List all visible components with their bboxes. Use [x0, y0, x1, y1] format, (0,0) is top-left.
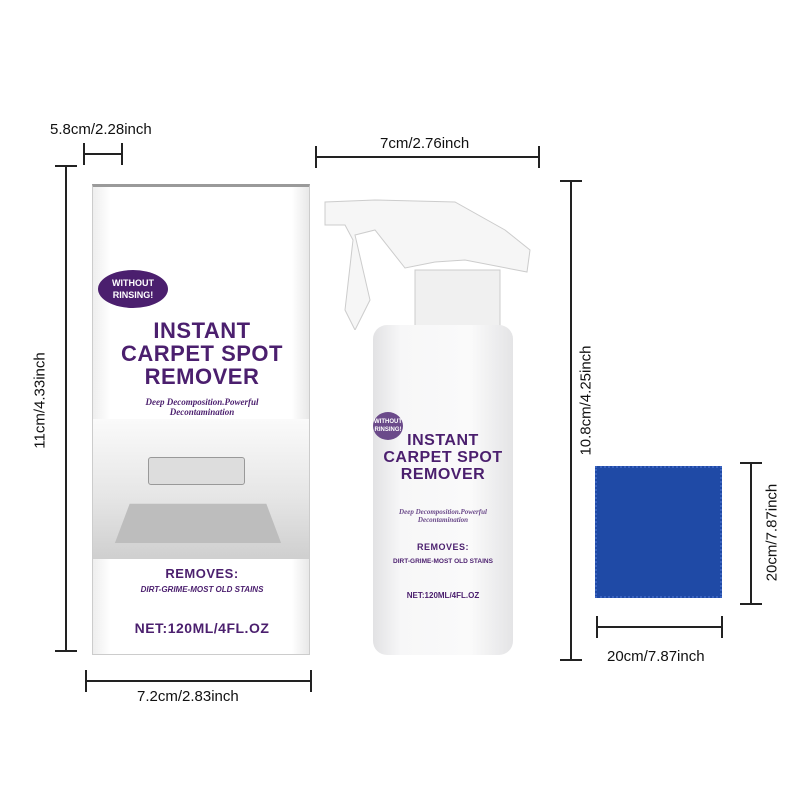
- box-depth-label: 5.8cm/2.28inch: [50, 121, 152, 138]
- carpet: [114, 503, 282, 544]
- living-room-illustration: [93, 419, 309, 559]
- tagline-line: Deep Decomposition.Powerful: [145, 397, 259, 407]
- cloth-width-line: [596, 626, 722, 628]
- sofa: [148, 457, 245, 485]
- tagline: Deep Decomposition.Powerful Decontaminat…: [93, 397, 311, 417]
- bottle-height-line: [570, 180, 572, 660]
- title-line: REMOVER: [144, 364, 260, 390]
- tick: [55, 650, 77, 652]
- box-width-line: [85, 680, 311, 682]
- box-height-line: [65, 165, 67, 651]
- without-rinsing-badge: WITHOUT RINSING!: [373, 412, 403, 440]
- cloth-height-label: 20cm/7.87inch: [763, 483, 781, 582]
- box-width-label: 7.2cm/2.83inch: [137, 688, 239, 705]
- box-depth-line: [83, 153, 122, 155]
- title-line: INSTANT: [153, 318, 251, 343]
- bottle-width-line: [315, 156, 539, 158]
- tick: [721, 616, 723, 638]
- net-volume: NET:120ML/4FL.OZ: [134, 620, 270, 636]
- bottle-width-label: 7cm/2.76inch: [380, 135, 470, 152]
- bottle-cap: [414, 269, 501, 330]
- removes-items: DIRT-GRIME-MOST OLD STAINS: [393, 558, 493, 565]
- tick: [740, 603, 762, 605]
- title-line: REMOVER: [400, 465, 486, 483]
- trigger-sprayer: [324, 199, 531, 330]
- bottle-height-label: 10.8cm/4.25inch: [577, 345, 595, 456]
- title-line: CARPET SPOT: [121, 341, 283, 367]
- title-line: CARPET SPOT: [383, 448, 503, 466]
- tick: [310, 670, 312, 692]
- tick: [560, 659, 582, 661]
- product-title: INSTANT CARPET SPOT REMOVER: [93, 319, 311, 388]
- tick: [85, 670, 87, 692]
- product-title: INSTANT CARPET SPOT REMOVER: [373, 432, 513, 483]
- tick: [55, 165, 77, 167]
- cloth-height-line: [750, 462, 752, 604]
- tagline: Deep Decomposition.Powerful Decontaminat…: [373, 508, 513, 524]
- badge-text: RINSING!: [112, 290, 154, 300]
- removes-items: DIRT-GRIME-MOST OLD STAINS: [140, 585, 264, 594]
- tick: [560, 180, 582, 182]
- tagline-line: Decontamination: [169, 407, 235, 417]
- title-line: INSTANT: [407, 432, 479, 449]
- badge-text: WITHOUT: [112, 278, 154, 288]
- box-height-label: 11cm/4.33inch: [31, 352, 49, 449]
- tick: [740, 462, 762, 464]
- product-box: WITHOUT RINSING! INSTANT CARPET SPOT REM…: [92, 184, 310, 655]
- tick: [538, 146, 540, 168]
- badge-text: RINSING!: [374, 427, 402, 433]
- microfiber-cloth: [595, 466, 722, 598]
- net-volume: NET:120ML/4FL.OZ: [406, 591, 480, 600]
- removes-label: REMOVES:: [165, 566, 239, 581]
- badge-text: WITHOUT: [374, 419, 402, 425]
- tick: [596, 616, 598, 638]
- tick: [83, 143, 85, 165]
- tick: [121, 143, 123, 165]
- without-rinsing-badge: WITHOUT RINSING!: [98, 270, 168, 308]
- tagline-line: Decontamination: [417, 516, 469, 524]
- tagline-line: Deep Decomposition.Powerful: [399, 508, 487, 516]
- tick: [315, 146, 317, 168]
- cloth-width-label: 20cm/7.87inch: [607, 648, 705, 665]
- removes-label: REMOVES:: [416, 542, 469, 552]
- bottle-body: WITHOUT RINSING! INSTANT CARPET SPOT REM…: [373, 325, 513, 655]
